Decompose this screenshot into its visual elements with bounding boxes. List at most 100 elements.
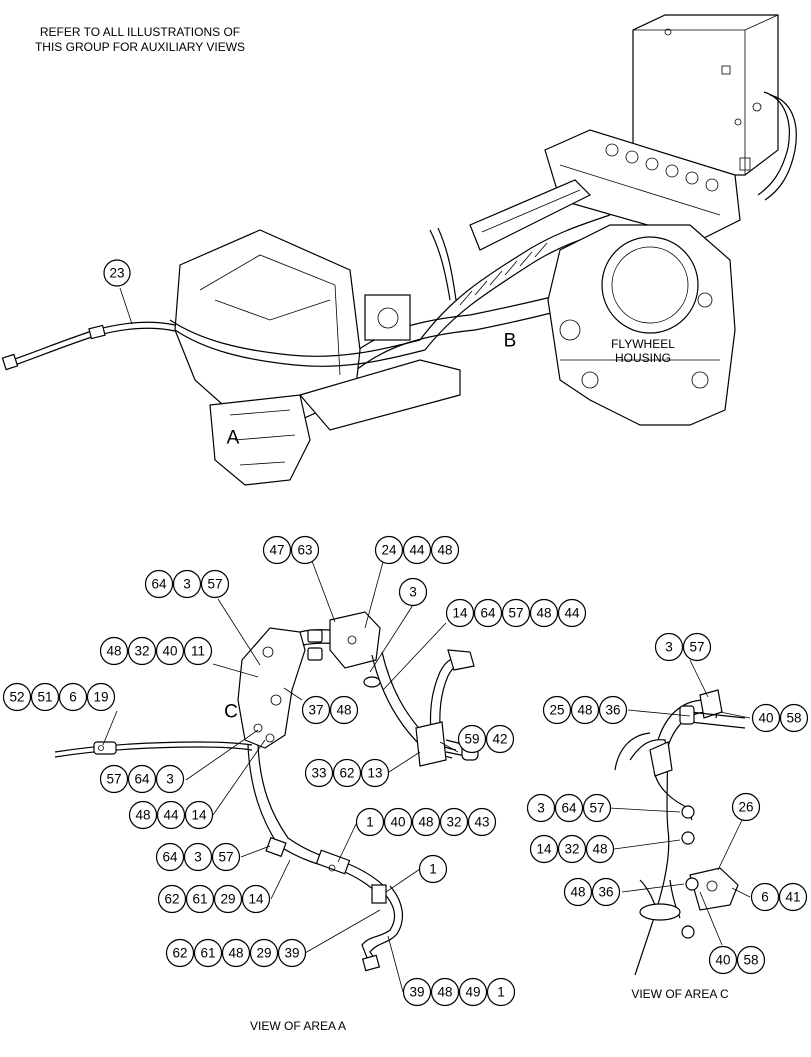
auxiliary-views-note: REFER TO ALL ILLUSTRATIONS OF THIS GROUP… [20,25,260,55]
callout-number: 1 [497,985,505,1000]
callout-bubble [654,632,684,662]
callout-bubble [329,695,359,725]
callout-number: 41 [785,890,800,905]
callout-bubble [144,569,174,599]
callout-number: 61 [200,946,215,961]
callout-bubble [418,854,448,884]
callout-bubble [486,977,516,1007]
callout-bubble [127,636,157,666]
callout-bubble [30,682,60,712]
callout-bubble [304,758,334,788]
callout-bubble [374,535,404,565]
flywheel-housing [547,224,736,426]
callout-number: 61 [192,892,207,907]
flywheel-housing-label-line2: HOUSING [615,351,671,365]
callout-number: 14 [536,842,552,857]
callout-number: 40 [162,644,177,659]
callout-number: 57 [106,772,121,787]
callout-bubble [751,703,781,733]
callout-number: 48 [336,703,351,718]
callout-bubble [591,877,621,907]
callout-number: 3 [183,577,191,592]
callout-bubble [128,800,158,830]
callout-23-number: 23 [109,266,124,281]
callout-bubble [557,598,587,628]
callout-bubble [570,695,600,725]
callout-bubble [585,834,615,864]
view-of-area-c-caption: VIEW OF AREA C [631,987,729,1001]
callout-number: 3 [194,850,202,865]
callout-number: 48 [437,985,452,1000]
view-c-callout-group: 26 [731,792,761,822]
view-a-callout-group: 1 [418,854,448,884]
callout-bubble [184,800,214,830]
callout-bubble [200,569,230,599]
callout-number: 64 [480,606,496,621]
callout-bubble [127,764,157,794]
callout-number: 57 [689,640,704,655]
callout-number: 19 [93,690,108,705]
callout-number: 48 [135,808,150,823]
area-a-marker: A [227,428,240,449]
callout-number: 43 [474,815,489,830]
front-frame [169,229,461,486]
callout-number: 57 [207,577,222,592]
callout-number: 40 [390,815,405,830]
callout-number: 44 [163,808,179,823]
callout-bubble [563,877,593,907]
callout-number: 63 [297,543,312,558]
callout-bubble [529,598,559,628]
callout-number: 48 [228,946,243,961]
callout-bubble [193,938,223,968]
callout-bubble [301,695,331,725]
callout-bubble [290,535,320,565]
engine-overview-drawing [1,14,797,486]
callout-bubble [485,724,515,754]
callout-number: 48 [577,703,592,718]
callout-number: 29 [256,946,271,961]
callout-number: 62 [164,892,179,907]
callout-bubble [467,807,497,837]
callout-bubble [430,977,460,1007]
callout-number: 6 [69,690,77,705]
callout-number: 59 [464,732,479,747]
callout-bubble [542,695,572,725]
callout-number: 13 [367,766,382,781]
area-c-marker: C [224,702,238,723]
callout-number: 64 [162,850,178,865]
callout-bubble [398,577,428,607]
callout-bubble [439,807,469,837]
callout-number: 25 [549,703,564,718]
callout-bubble [241,884,271,914]
auxiliary-views-note-line1: REFER TO ALL ILLUSTRATIONS OF [39,25,241,39]
callout-bubble [582,793,612,823]
engine-block [344,129,741,376]
callout-bubble [731,792,761,822]
callout-number: 3 [166,772,174,787]
callout-bubble [221,938,251,968]
callout-number: 57 [218,850,233,865]
callout-leaders [102,560,751,993]
callout-number: 26 [738,800,753,815]
callout-bubble [99,636,129,666]
callout-number: 14 [452,606,468,621]
callout-bubble [211,842,241,872]
callout-number: 32 [564,842,579,857]
callout-bubble [183,636,213,666]
callout-number: 48 [570,885,585,900]
area-b-marker: B [504,331,517,352]
callout-number: 49 [465,985,480,1000]
callout-bubble [156,800,186,830]
callout-number: 32 [134,644,149,659]
callout-number: 62 [339,766,354,781]
